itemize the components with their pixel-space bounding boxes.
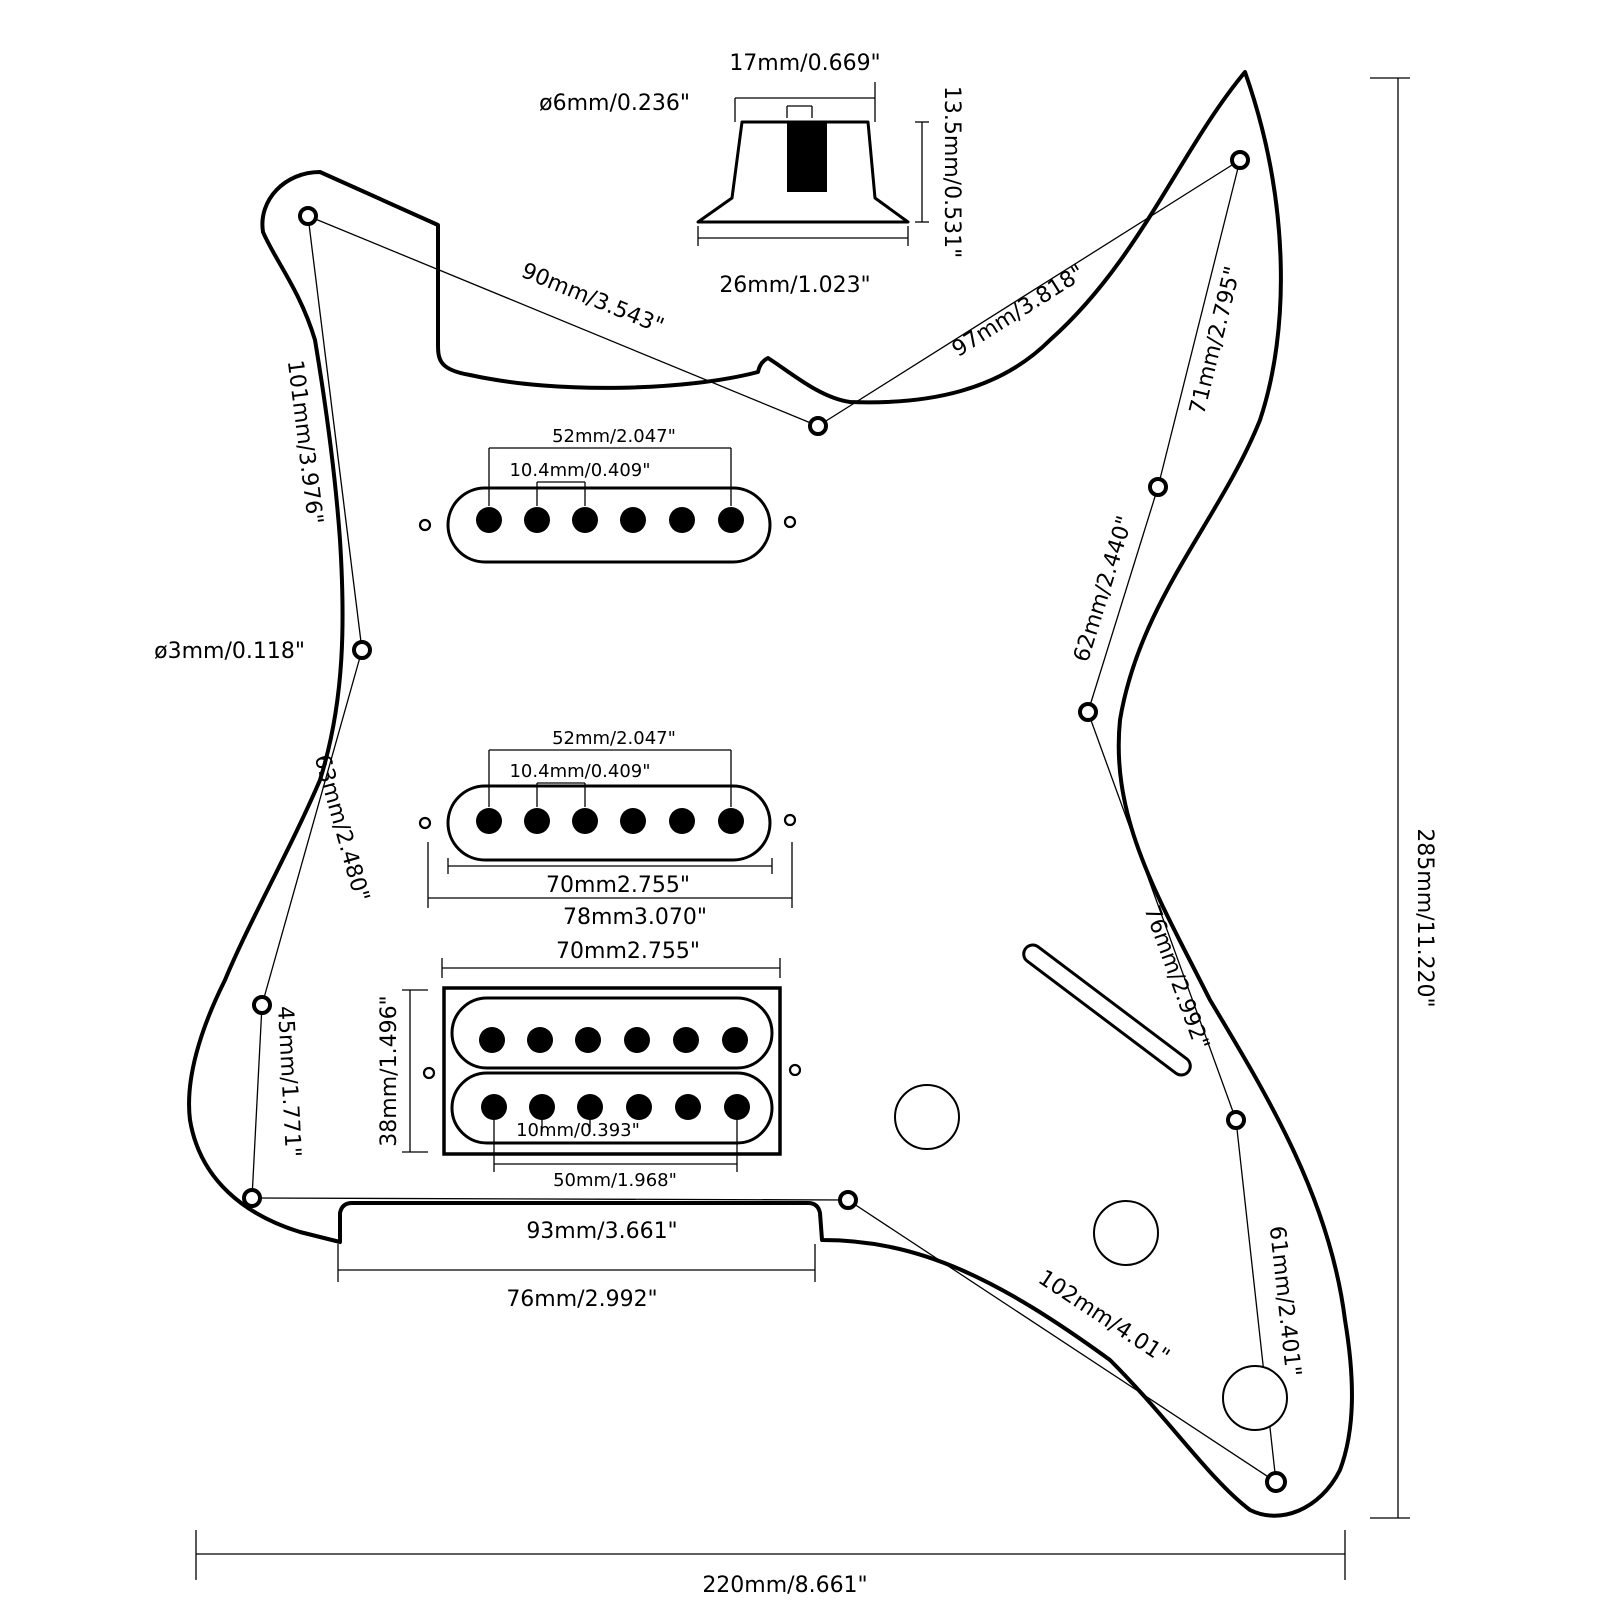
knob-drawing: 17mm/0.669" ø6mm/0.236" 13.5mm/0.531" 26… — [539, 51, 964, 298]
screw-hole — [252, 995, 272, 1015]
humbucker-width-label: 70mm2.755" — [556, 939, 700, 964]
screw-hole — [808, 416, 828, 436]
spacing-label-center-top-right: 97mm/3.818" — [948, 261, 1089, 363]
mounting-hole — [418, 518, 432, 532]
humbucker-coil-bottom — [450, 1071, 774, 1145]
screw-hole-diameter-label: ø3mm/0.118" — [154, 639, 305, 664]
pole-piece — [476, 808, 502, 834]
middle-pickup: 52mm/2.047" 10.4mm/0.409" 70mm2.755" 78m… — [418, 728, 797, 930]
overall-width-label: 220mm/8.661" — [702, 1573, 867, 1598]
spacing-line — [307, 215, 819, 427]
knob-base-width-label: 26mm/1.023" — [719, 273, 870, 298]
spacing-line — [1157, 159, 1241, 488]
spacing-label-left-bottom: 45mm/1.771" — [272, 1005, 305, 1157]
screw-hole — [1265, 1471, 1287, 1493]
spacing-line — [261, 649, 363, 1006]
pole-piece — [572, 507, 598, 533]
pole-piece — [529, 1094, 555, 1120]
spacing-line — [251, 1004, 263, 1199]
spacing-line — [1087, 486, 1159, 713]
controls — [894, 943, 1288, 1431]
spacing-line — [1087, 711, 1237, 1121]
pole-piece — [722, 1027, 748, 1053]
pole-piece — [718, 507, 744, 533]
humbucker-pole-span-label: 50mm/1.968" — [553, 1170, 677, 1191]
pole-piece — [577, 1094, 603, 1120]
humbucker-pole-pitch-label: 10mm/0.393" — [516, 1120, 640, 1141]
pole-piece — [675, 1094, 701, 1120]
single-coil-mount-label: 78mm3.070" — [563, 905, 707, 930]
pole-piece — [572, 808, 598, 834]
pole-piece — [620, 507, 646, 533]
bottom-cutout-label: 76mm/2.992" — [506, 1287, 657, 1312]
neck-pole-span-label: 52mm/2.047" — [552, 426, 676, 447]
mounting-hole — [422, 1066, 436, 1080]
mounting-hole — [783, 813, 797, 827]
tone-pot-hole — [1093, 1200, 1159, 1266]
overall-height-label: 285mm/11.220" — [1412, 828, 1437, 1007]
screw-hole — [1078, 702, 1098, 722]
overall-dimensions: 220mm/8.661" 285mm/11.220" — [195, 77, 1437, 1598]
screw-hole — [352, 640, 372, 660]
spacing-label-left-lower: 63mm/2.480" — [309, 752, 374, 904]
mounting-hole — [783, 515, 797, 529]
mounting-hole — [788, 1063, 802, 1077]
screw-hole — [1230, 150, 1250, 170]
knob-height-label: 13.5mm/0.531" — [939, 86, 964, 258]
middle-pole-span-label: 52mm/2.047" — [552, 728, 676, 749]
spacing-label-right-middle: 62mm/2.440" — [1069, 513, 1138, 665]
screw-hole — [298, 206, 318, 226]
volume-pot-hole — [894, 1084, 960, 1150]
middle-pickup-cover — [446, 784, 772, 862]
pole-piece — [479, 1027, 505, 1053]
spacing-line — [847, 1199, 1277, 1483]
middle-pole-pitch-label: 10.4mm/0.409" — [509, 761, 650, 782]
neck-pole-pitch-label: 10.4mm/0.409" — [509, 460, 650, 481]
tone-pot-hole — [1222, 1365, 1288, 1431]
spacing-line — [307, 215, 363, 651]
pole-piece — [669, 808, 695, 834]
spacing-label-bottom-horizontal: 93mm/3.661" — [526, 1219, 677, 1244]
switch-slot — [1022, 943, 1192, 1077]
humbucker-height-label: 38mm/1.496" — [377, 995, 402, 1146]
screws — [242, 150, 1287, 1493]
pole-piece — [620, 808, 646, 834]
neck-pickup-cover — [446, 486, 772, 564]
spacing-line — [251, 1197, 849, 1201]
knob-top-width-label: 17mm/0.669" — [729, 51, 880, 76]
screw-hole — [838, 1190, 858, 1210]
bottom-cutout-dimension: 76mm/2.992" — [337, 1244, 816, 1312]
pole-piece — [524, 808, 550, 834]
spacing-label-right-bottom: 61mm/2.401" — [1264, 1225, 1305, 1378]
pole-piece — [524, 507, 550, 533]
spacing-line — [817, 159, 1241, 427]
pole-piece — [527, 1027, 553, 1053]
screw-hole — [242, 1188, 262, 1208]
screw-hole — [1148, 477, 1168, 497]
screw-hole — [1226, 1110, 1246, 1130]
pole-piece — [624, 1027, 650, 1053]
pole-piece — [476, 507, 502, 533]
pickguard-outline — [187, 70, 1354, 1518]
pole-piece — [669, 507, 695, 533]
pole-piece — [575, 1027, 601, 1053]
knob-shaft-hole — [787, 122, 827, 192]
spacing-label-top-left-center: 90mm/3.543" — [518, 259, 667, 340]
mounting-hole — [418, 816, 432, 830]
knob-shaft-diameter-label: ø6mm/0.236" — [539, 91, 690, 116]
pole-piece — [718, 808, 744, 834]
pole-piece — [673, 1027, 699, 1053]
pole-piece — [626, 1094, 652, 1120]
screw-spacing-lines — [251, 159, 1277, 1483]
single-coil-length-label: 70mm2.755" — [546, 873, 690, 898]
bridge-humbucker: 70mm2.755" 10mm/0.393" 50mm/1.968" 38mm/… — [377, 939, 802, 1191]
neck-pickup: 52mm/2.047" 10.4mm/0.409" — [418, 426, 797, 564]
